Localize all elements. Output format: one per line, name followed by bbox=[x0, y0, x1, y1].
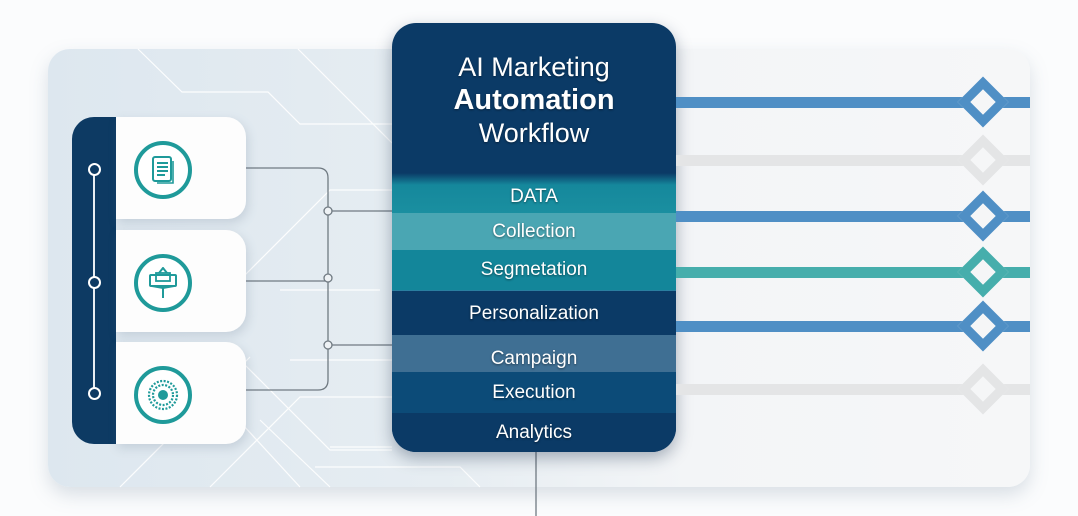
workflow-panel: AI Marketing Automation Workflow DATA Co… bbox=[392, 23, 676, 452]
step-personalization[interactable]: Personalization bbox=[392, 290, 676, 336]
step-label: Segmetation bbox=[480, 259, 588, 280]
step-card-analytics[interactable] bbox=[116, 342, 246, 444]
document-list-icon bbox=[134, 141, 192, 199]
step-label: DATA bbox=[510, 186, 558, 207]
stream-6-line bbox=[676, 384, 1030, 395]
node-dot-3 bbox=[88, 387, 101, 400]
stream-5-line bbox=[676, 321, 1030, 332]
step-card-data[interactable] bbox=[116, 117, 246, 219]
panel-title: AI Marketing Automation Workflow bbox=[392, 51, 676, 150]
step-card-campaign[interactable] bbox=[116, 230, 246, 332]
title-line-2: Automation bbox=[453, 84, 615, 116]
stream-1-line bbox=[676, 97, 1030, 108]
stream-2-line bbox=[676, 155, 1030, 166]
step-collection[interactable]: Collection bbox=[392, 213, 676, 250]
title-line-3: Workflow bbox=[478, 118, 590, 148]
step-label: Campaign bbox=[490, 348, 578, 369]
step-analytics[interactable]: Analytics bbox=[392, 413, 676, 452]
radial-burst-icon bbox=[134, 366, 192, 424]
node-dot-2 bbox=[88, 276, 101, 289]
step-label: Collection bbox=[492, 220, 576, 242]
title-line-1: AI Marketing bbox=[458, 52, 610, 82]
stream-4-line bbox=[676, 267, 1030, 278]
step-data[interactable]: DATA bbox=[392, 173, 676, 213]
stream-3-line bbox=[676, 211, 1030, 222]
step-label: Execution bbox=[492, 381, 576, 403]
billboard-sign-icon bbox=[134, 254, 192, 312]
step-label: Analytics bbox=[495, 421, 573, 443]
step-execution[interactable]: Execution bbox=[392, 372, 676, 413]
step-label: Personalization bbox=[469, 302, 599, 324]
step-campaign[interactable]: Campaign bbox=[392, 335, 676, 372]
node-dot-1 bbox=[88, 163, 101, 176]
step-segmentation[interactable]: Segmetation bbox=[392, 250, 676, 290]
